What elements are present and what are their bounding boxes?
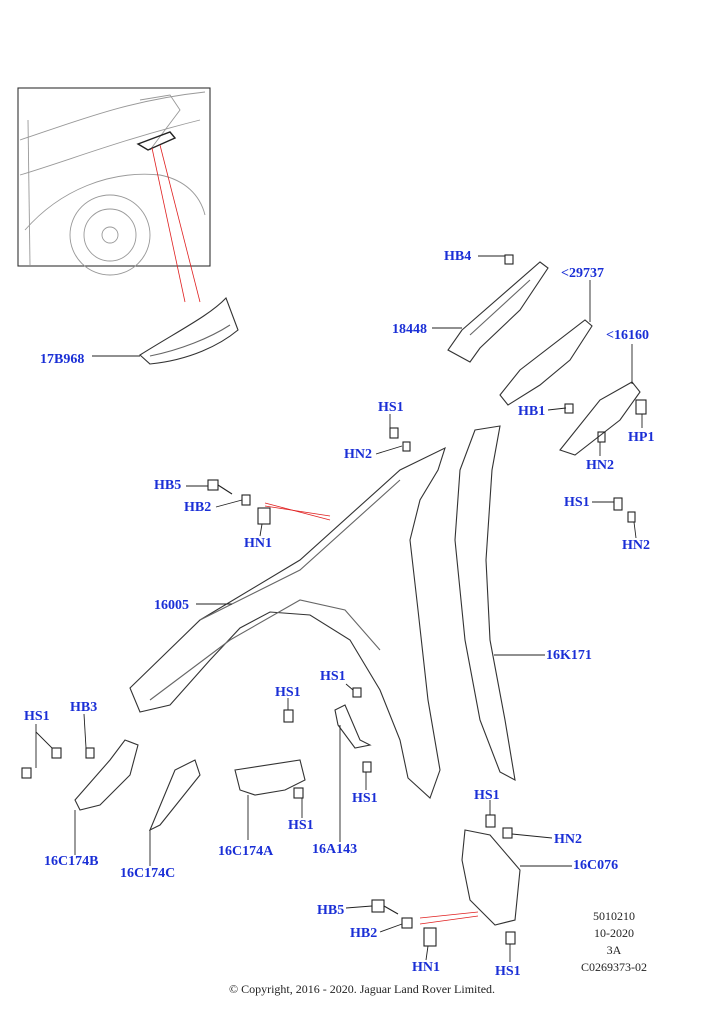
callout-16k171: 16K171: [546, 648, 592, 663]
callout-hs1-left: HS1: [24, 709, 50, 724]
side-vent-17b968: [139, 296, 239, 365]
callout-hs1-bottom: HS1: [495, 964, 521, 979]
callout-hs1-16c076: HS1: [474, 788, 500, 803]
reference-line-3: 3A: [606, 943, 622, 957]
callout-hb1: HB1: [518, 404, 546, 419]
bracket-16c076: [461, 829, 521, 926]
callout-29737: <29737: [561, 266, 604, 281]
callout-hn1-upper: HN1: [244, 536, 272, 551]
callout-16005: 16005: [154, 598, 189, 613]
callout-hs1-right: HS1: [564, 495, 590, 510]
callout-hn2-lower: HN2: [554, 832, 582, 847]
callout-hn1-lower: HN1: [412, 960, 440, 975]
callout-hb2-lower: HB2: [350, 926, 378, 941]
callout-hs1-16a143: HS1: [352, 791, 378, 806]
callout-16c174a: 16C174A: [218, 844, 274, 859]
callout-16c076: 16C076: [573, 858, 619, 873]
callout-hs1-lower-mid: HS1: [288, 818, 314, 833]
inset-frame: [17, 87, 211, 267]
callout-hb2-upper: HB2: [184, 500, 212, 515]
copyright-notice: © Copyright, 2016 - 2020. Jaguar Land Ro…: [228, 982, 496, 996]
reference-line-2: 10-2020: [594, 926, 634, 940]
callout-hn2-top: HN2: [344, 447, 372, 462]
callout-hb5-upper: HB5: [154, 478, 182, 493]
bracket-16a143: [334, 704, 372, 749]
bracket-29737: [499, 319, 593, 406]
leader-lines: [35, 255, 643, 962]
callout-16c174c: 16C174C: [120, 866, 176, 881]
callout-hb3: HB3: [70, 700, 98, 715]
reference-line-1: 5010210: [593, 909, 635, 923]
callout-17b968: 17B968: [40, 352, 85, 367]
bracket-16c174c: [148, 759, 201, 832]
callout-hb4: HB4: [444, 249, 472, 264]
bracket-16c174b: [74, 739, 139, 811]
vent-in-inset: [136, 131, 177, 151]
callout-hn2-upper-right: HN2: [586, 458, 614, 473]
callout-16160: <16160: [606, 328, 649, 343]
red-leader-lines: [151, 144, 479, 925]
fender-16005: [129, 446, 446, 799]
callout-hb5-lower: HB5: [317, 903, 345, 918]
bracket-16160: [559, 381, 641, 456]
bracket-16c174a: [234, 759, 306, 796]
callout-16c174b: 16C174B: [44, 854, 99, 869]
callout-18448: 18448: [392, 322, 427, 337]
callout-hs1-mid: HS1: [275, 685, 301, 700]
callout-hs1-mid2: HS1: [320, 669, 346, 684]
callout-hs1-top: HS1: [378, 400, 404, 415]
reference-block: 5010210 10-2020 3A C0269373-02: [569, 908, 659, 976]
callout-hn2-right: HN2: [622, 538, 650, 553]
splash-shield-16k171: [454, 425, 516, 782]
vehicle-inset-sketch: [19, 91, 206, 276]
bracket-18448: [447, 261, 549, 363]
reference-line-4: C0269373-02: [581, 960, 647, 974]
callout-16a143: 16A143: [312, 842, 358, 857]
callout-hp1: HP1: [628, 430, 655, 445]
